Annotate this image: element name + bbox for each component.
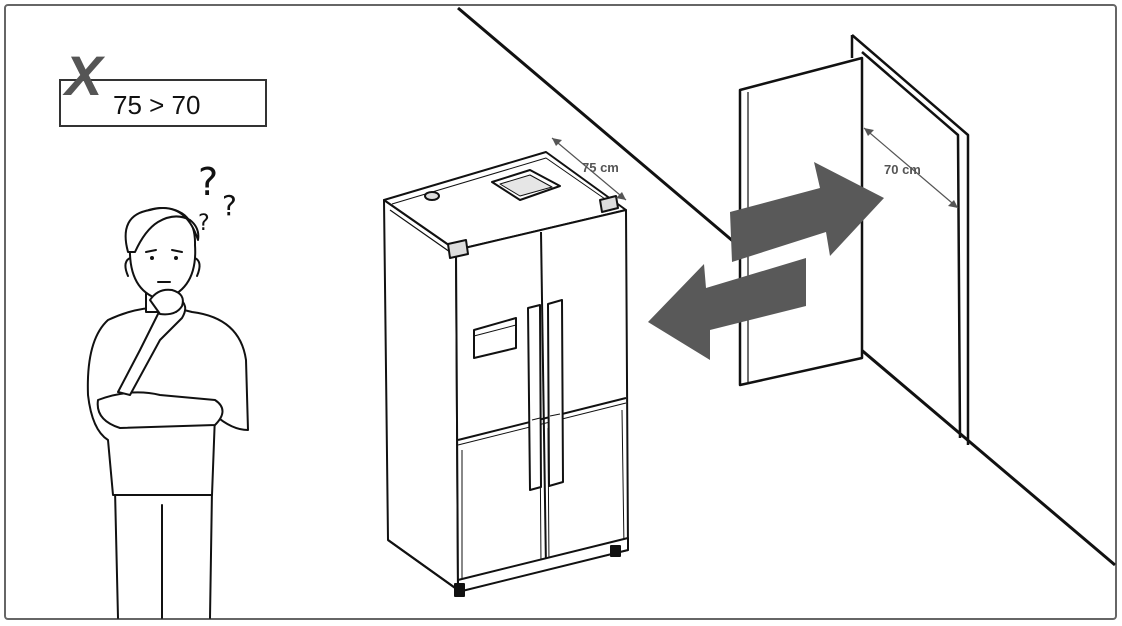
person-hand (149, 288, 184, 316)
fridge-foot (610, 545, 621, 557)
refrigerator (383, 151, 629, 597)
door-frame-outer (851, 34, 970, 445)
fridge-top-cap (424, 191, 440, 201)
fridge-handle-right (547, 299, 564, 487)
frame-border (4, 4, 1117, 620)
fridge-handle-left (527, 304, 542, 491)
person-eye-left (150, 256, 154, 260)
fridge-width-dimension: 75 cm (551, 137, 627, 201)
doorway-width-dimension: 70 cm (863, 127, 959, 209)
fridge-drawer-split (457, 397, 627, 441)
question-mark-icon: ? (222, 189, 237, 222)
person-hair (124, 207, 200, 253)
fridge-door-split (540, 231, 547, 569)
person-eye-right (174, 256, 178, 260)
x-mark-icon: X (62, 44, 106, 107)
fridge-foot (454, 583, 465, 597)
comparison-text: 75 > 70 (113, 90, 200, 120)
arrow-back-from-doorway-icon (648, 258, 806, 360)
question-mark-icon: ? (198, 160, 218, 204)
fridge-side-panel (383, 199, 459, 591)
person-legs (114, 489, 213, 619)
door-frame-inner (861, 51, 962, 439)
fridge-hinge (599, 195, 619, 213)
movement-arrows (648, 162, 884, 360)
confused-person (86, 207, 249, 619)
thought-marks: ? ? ? (198, 160, 237, 236)
fridge-width-label: 75 cm (582, 160, 619, 175)
arrow-into-doorway-icon (730, 162, 884, 262)
warning-box-frame (59, 79, 267, 127)
warning-box: X 75 > 70 (59, 44, 267, 127)
doorway-width-label: 70 cm (884, 162, 921, 177)
fridge-hinge (447, 239, 469, 259)
person-raised-arm (117, 297, 187, 396)
question-mark-icon: ? (198, 211, 210, 236)
